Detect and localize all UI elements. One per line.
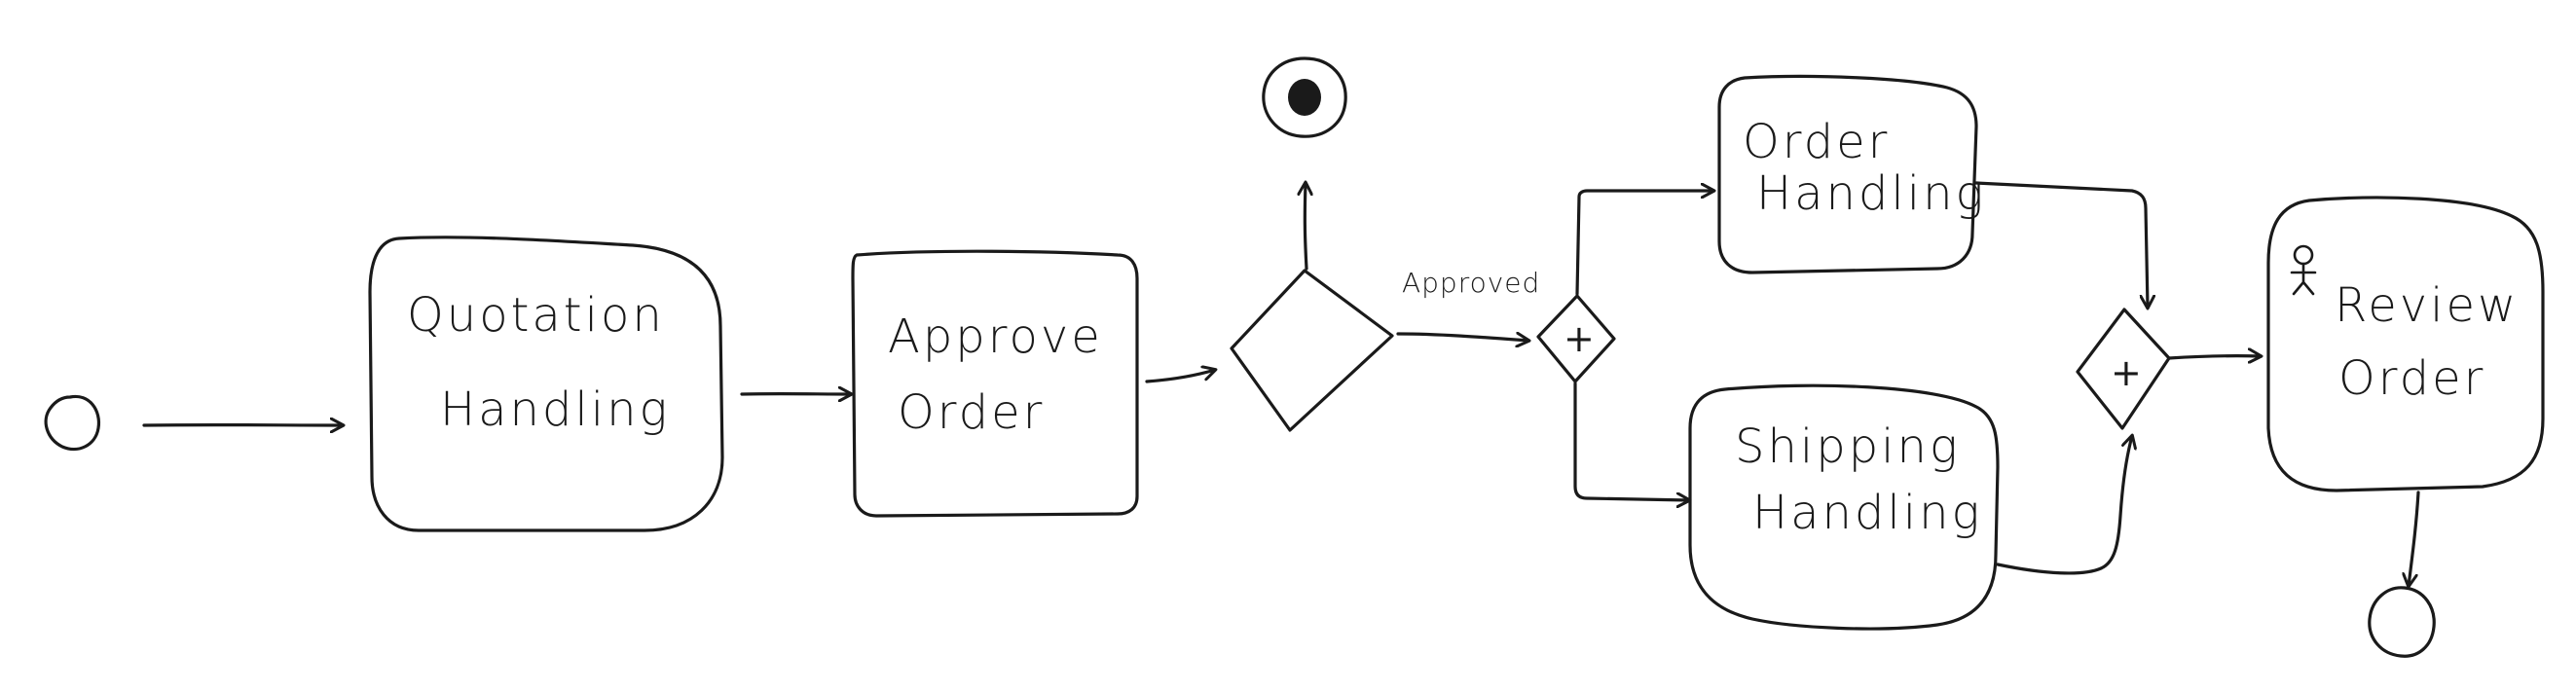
flow-split-to-order-handling bbox=[1575, 191, 1713, 296]
task-order-handling-label-line2: Handling bbox=[1756, 166, 1986, 221]
start-event bbox=[44, 394, 101, 452]
task-shipping-handling-shape bbox=[1688, 383, 2000, 631]
flow-gateway-to-end-event bbox=[1305, 183, 1306, 271]
task-review-order-label-line1: Review bbox=[2335, 278, 2519, 333]
parallel-split-symbol: + bbox=[1564, 317, 1595, 360]
flow-split-to-shipping-handling bbox=[1573, 382, 1689, 500]
task-shipping-handling[interactable]: Shipping Handling bbox=[1688, 383, 2000, 631]
flow-approved bbox=[1396, 334, 1528, 341]
flow-shipping-handling-to-join bbox=[1996, 436, 2132, 575]
end-event-bottom bbox=[2368, 586, 2436, 658]
flow-join-to-review-order bbox=[2167, 356, 2261, 358]
task-approve-order-label-line1: Approve bbox=[888, 309, 1103, 364]
task-review-order-label-line2: Order bbox=[2338, 351, 2485, 406]
parallel-split-gateway: + bbox=[1536, 294, 1616, 383]
task-approve-order[interactable]: Approve Order bbox=[851, 249, 1139, 518]
task-approve-order-shape bbox=[851, 249, 1139, 518]
task-approve-order-label-line2: Order bbox=[898, 385, 1045, 440]
parallel-join-symbol: + bbox=[2111, 351, 2142, 394]
task-quotation-handling[interactable]: Quotation Handling bbox=[368, 236, 724, 532]
task-quotation-handling-label-line2: Handling bbox=[440, 382, 670, 437]
task-review-order-shape bbox=[2266, 196, 2545, 492]
flow-order-handling-to-join bbox=[1974, 181, 2148, 308]
edge-label-approved: Approved bbox=[1402, 267, 1540, 299]
task-review-order[interactable]: Review Order bbox=[2266, 196, 2545, 492]
flow-review-to-end-event bbox=[2409, 491, 2420, 586]
exclusive-gateway bbox=[1230, 269, 1394, 432]
task-shipping-handling-label-line1: Shipping bbox=[1735, 419, 1961, 474]
end-event-top bbox=[1262, 56, 1347, 138]
flow-approve-to-gateway bbox=[1145, 370, 1215, 383]
user-icon bbox=[2290, 244, 2317, 296]
task-order-handling-shape bbox=[1717, 74, 1978, 274]
task-quotation-handling-shape bbox=[368, 236, 724, 532]
task-order-handling[interactable]: Order Handling bbox=[1717, 74, 1986, 274]
task-order-handling-label-line1: Order bbox=[1743, 115, 1890, 169]
task-shipping-handling-label-line2: Handling bbox=[1752, 486, 1982, 540]
task-quotation-handling-label-line1: Quotation bbox=[407, 288, 665, 343]
parallel-join-gateway: + bbox=[2076, 308, 2171, 430]
